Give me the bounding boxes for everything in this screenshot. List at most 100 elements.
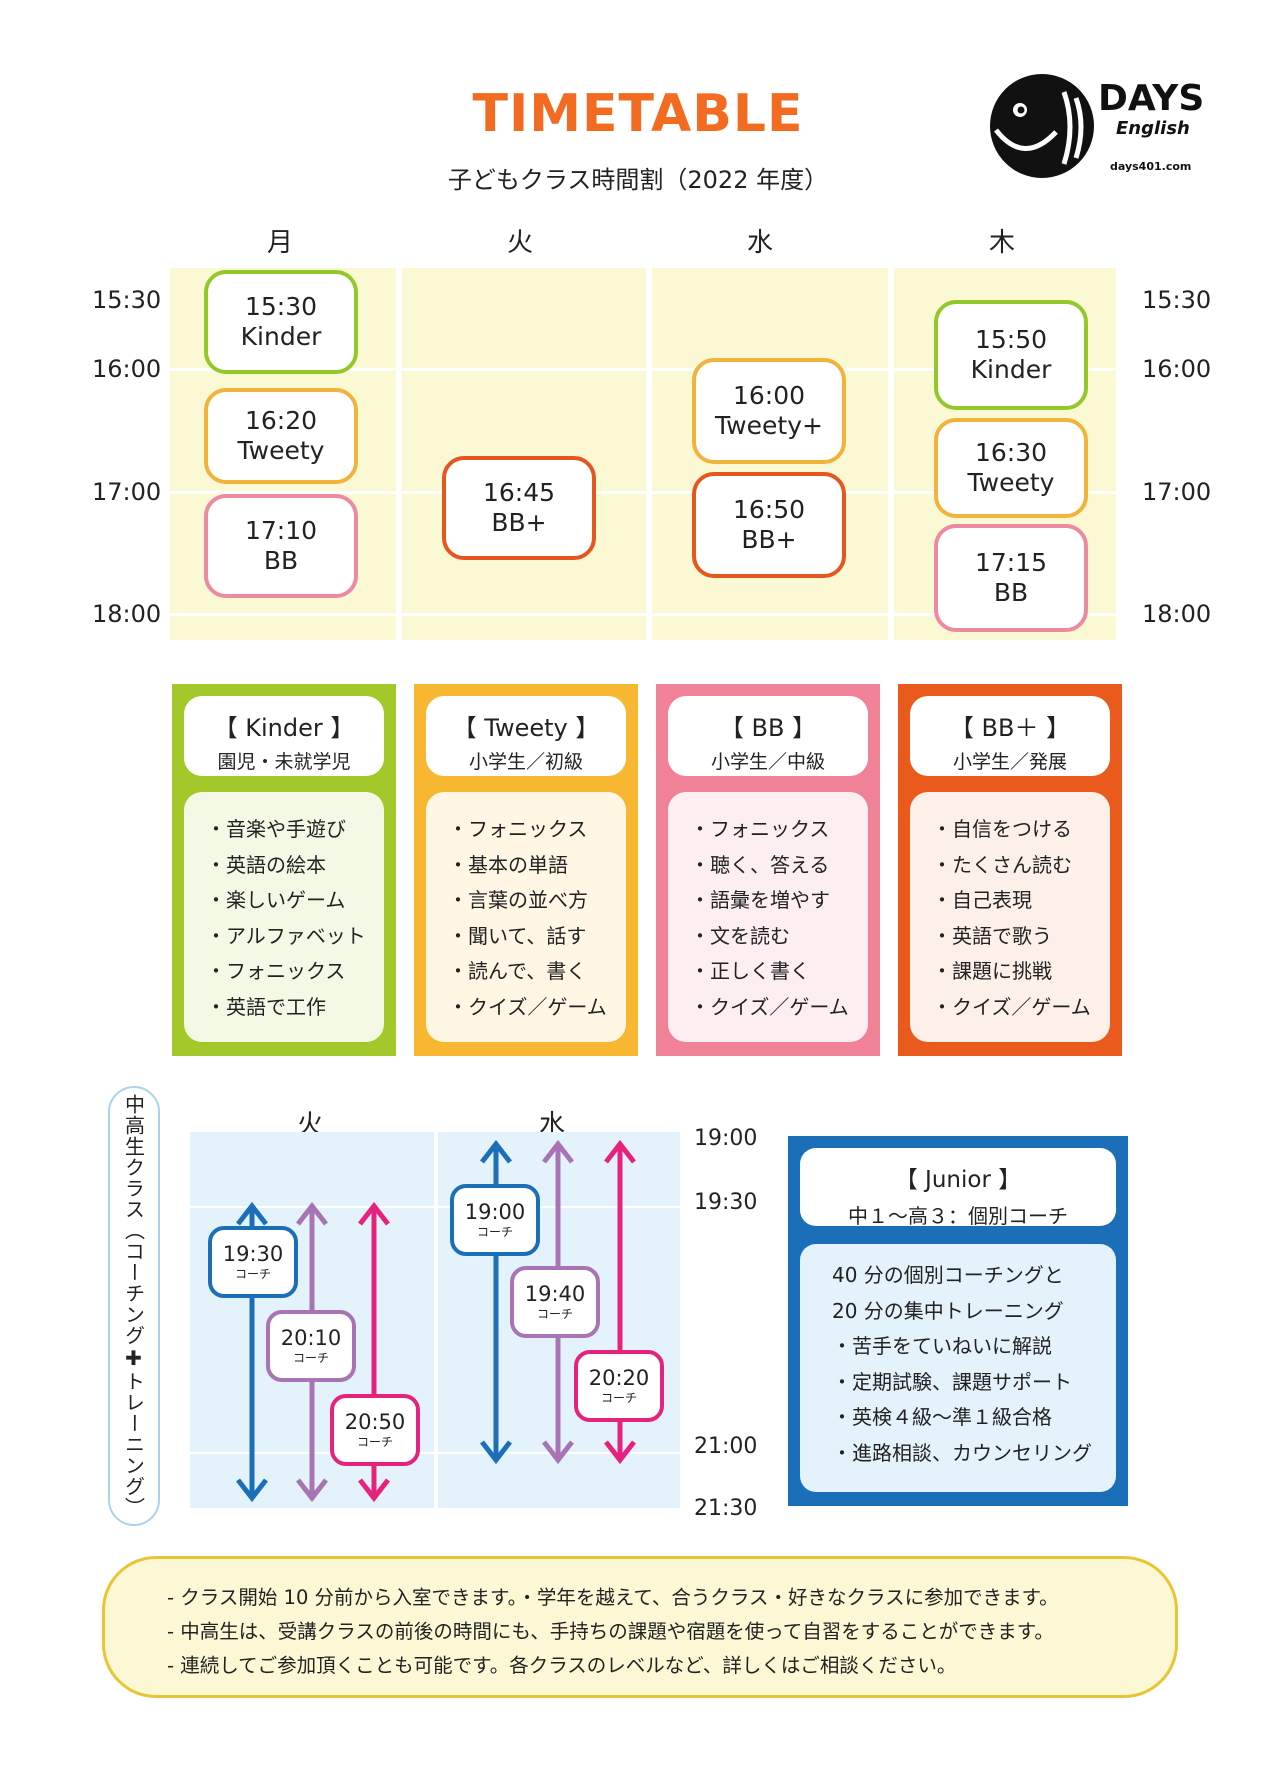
list-item: ・英語の絵本 bbox=[206, 852, 326, 877]
class-block[interactable]: 17:10 BB bbox=[204, 494, 358, 598]
list-item: ・課題に挑戦 bbox=[932, 959, 1052, 983]
card-title: 【 Tweety 】 bbox=[452, 714, 600, 742]
card-body: ・音楽や手遊び ・英語の絵本 ・楽しいゲーム ・アルファベット ・フォニックス … bbox=[184, 792, 384, 1042]
slot-time: 20:10 bbox=[280, 1326, 342, 1350]
grid-line bbox=[170, 368, 1116, 371]
class-time: 17:10 bbox=[244, 516, 318, 545]
card-body: ・フォニックス ・基本の単語 ・言葉の並べ方 ・聞いて、話す ・読んで、書く ・… bbox=[426, 792, 626, 1042]
grid-line bbox=[190, 1452, 680, 1454]
time-label-left: 15:30 bbox=[92, 286, 162, 314]
class-name: BB+ bbox=[741, 525, 797, 554]
time-label-left: 16:00 bbox=[92, 355, 162, 383]
class-time: 15:50 bbox=[974, 325, 1048, 354]
grid-divider bbox=[646, 268, 652, 640]
list-item: ・英検４級〜準１級合格 bbox=[832, 1405, 1052, 1429]
junior-slot[interactable]: 19:40 コーチ bbox=[510, 1266, 600, 1338]
card-subtitle: 小学生／発展 bbox=[952, 751, 1067, 773]
junior-side-label: 中高生クラス（コーチング✚トレーニング） bbox=[108, 1086, 160, 1526]
level-card-kinder: 【 Kinder 】 園児・未就学児 ・音楽や手遊び ・英語の絵本 ・楽しいゲー… bbox=[172, 684, 396, 1056]
class-name: BB+ bbox=[491, 508, 547, 537]
list-item: ・苦手をていねいに解説 bbox=[832, 1334, 1052, 1358]
class-block[interactable]: 16:20 Tweety bbox=[204, 388, 358, 484]
grid-line bbox=[170, 491, 1116, 494]
class-block[interactable]: 16:50 BB+ bbox=[692, 472, 846, 578]
card-header: 【 Junior 】 中１〜高３：個別コーチ bbox=[800, 1148, 1116, 1228]
list-item: ・フォニックス bbox=[448, 817, 588, 841]
time-label-right: 16:00 bbox=[1142, 355, 1212, 383]
slot-label: コーチ bbox=[600, 1391, 637, 1405]
list-item: ・語彙を増やす bbox=[690, 888, 830, 912]
class-name: Tweety+ bbox=[715, 411, 823, 440]
slot-time: 19:00 bbox=[464, 1200, 526, 1224]
list-item: ・クイズ／ゲーム bbox=[690, 994, 849, 1019]
list-item: ・自己表現 bbox=[932, 888, 1032, 912]
junior-time-label: 21:30 bbox=[694, 1496, 758, 1521]
list-item: ・楽しいゲーム bbox=[206, 888, 346, 912]
junior-slot[interactable]: 20:50 コーチ bbox=[330, 1394, 420, 1466]
junior-time-label: 19:30 bbox=[694, 1190, 758, 1215]
list-item: ・正しく書く bbox=[690, 959, 810, 983]
list-item: ・聞いて、話す bbox=[448, 923, 587, 948]
class-block[interactable]: 15:30 Kinder bbox=[204, 270, 358, 374]
list-item: ・フォニックス bbox=[690, 817, 830, 841]
slot-label: コーチ bbox=[476, 1225, 513, 1239]
logo-mascot-icon bbox=[990, 74, 1094, 178]
card-header: 【 Kinder 】 園児・未就学児 bbox=[184, 696, 384, 776]
class-time: 16:20 bbox=[244, 406, 318, 435]
day-header-thu: 木 bbox=[988, 228, 1015, 258]
list-item: ・定期試験、課題サポート bbox=[832, 1369, 1072, 1394]
time-label-right: 17:00 bbox=[1142, 478, 1212, 506]
grid-divider bbox=[396, 268, 402, 640]
class-time: 15:30 bbox=[244, 292, 318, 321]
card-subtitle: 小学生／中級 bbox=[710, 751, 825, 773]
card-header: 【 Tweety 】 小学生／初級 bbox=[426, 696, 626, 776]
slot-label: コーチ bbox=[292, 1351, 329, 1365]
card-body: ・自信をつける ・たくさん読む ・自己表現 ・英語で歌う ・課題に挑戦 ・クイズ… bbox=[910, 792, 1110, 1042]
junior-slot[interactable]: 20:20 コーチ bbox=[574, 1350, 664, 1422]
card-title: 【 Kinder 】 bbox=[213, 714, 355, 742]
class-block[interactable]: 17:15 BB bbox=[934, 524, 1088, 632]
list-item: ・たくさん読む bbox=[932, 852, 1072, 877]
slot-label: コーチ bbox=[356, 1435, 393, 1449]
note-line: - クラス開始 10 分前から入室できます。・学年を越えて、合うクラス・好きなク… bbox=[167, 1586, 1059, 1609]
junior-time-label: 19:00 bbox=[694, 1126, 758, 1151]
class-time: 16:50 bbox=[732, 495, 806, 524]
junior-slot[interactable]: 20:10 コーチ bbox=[266, 1310, 356, 1382]
class-time: 16:00 bbox=[732, 381, 806, 410]
slot-time: 20:20 bbox=[588, 1366, 650, 1390]
card-body: 40 分の個別コーチングと 20 分の集中トレーニング ・苦手をていねいに解説 … bbox=[800, 1244, 1116, 1492]
grid-divider bbox=[434, 1132, 438, 1508]
list-item: ・基本の単語 bbox=[448, 852, 568, 877]
junior-slot[interactable]: 19:30 コーチ bbox=[208, 1226, 298, 1298]
card-title: 【 BB 】 bbox=[719, 714, 817, 742]
list-item: 40 分の個別コーチングと bbox=[832, 1263, 1064, 1287]
list-item: ・音楽や手遊び bbox=[206, 817, 346, 841]
class-block[interactable]: 16:30 Tweety bbox=[934, 418, 1088, 518]
list-item: ・英語で歌う bbox=[932, 923, 1052, 948]
time-label-left: 17:00 bbox=[92, 478, 162, 506]
level-card-junior: 【 Junior 】 中１〜高３：個別コーチ 40 分の個別コーチングと 20 … bbox=[788, 1136, 1128, 1506]
logo-text: DAYS bbox=[1098, 78, 1205, 119]
class-block[interactable]: 15:50 Kinder bbox=[934, 300, 1088, 410]
grid-line bbox=[170, 613, 1116, 616]
list-item: ・クイズ／ゲーム bbox=[932, 994, 1091, 1019]
level-card-bbplus: 【 BB＋ 】 小学生／発展 ・自信をつける ・たくさん読む ・自己表現 ・英語… bbox=[898, 684, 1122, 1056]
list-item: ・英語で工作 bbox=[206, 994, 326, 1019]
class-block[interactable]: 16:00 Tweety+ bbox=[692, 358, 846, 464]
junior-slot[interactable]: 19:00 コーチ bbox=[450, 1184, 540, 1256]
list-item: ・言葉の並べ方 bbox=[448, 888, 588, 912]
class-name: Kinder bbox=[970, 355, 1052, 384]
slot-label: コーチ bbox=[234, 1267, 271, 1281]
list-item: ・クイズ／ゲーム bbox=[448, 994, 607, 1019]
card-subtitle: 小学生／初級 bbox=[468, 751, 583, 773]
page-title: TIMETABLE bbox=[472, 84, 804, 144]
notes-box: - クラス開始 10 分前から入室できます。・学年を越えて、合うクラス・好きなク… bbox=[102, 1556, 1178, 1698]
junior-time-label: 21:00 bbox=[694, 1434, 758, 1459]
list-item: ・アルファベット bbox=[206, 923, 366, 948]
list-item: ・自信をつける bbox=[932, 817, 1072, 841]
card-title: 【 Junior 】 bbox=[894, 1167, 1022, 1193]
card-body: ・フォニックス ・聴く、答える ・語彙を増やす ・文を読む ・正しく書く ・クイ… bbox=[668, 792, 868, 1042]
class-block[interactable]: 16:45 BB+ bbox=[442, 456, 596, 560]
junior-arrows bbox=[236, 1139, 636, 1503]
class-time: 16:30 bbox=[974, 438, 1048, 467]
